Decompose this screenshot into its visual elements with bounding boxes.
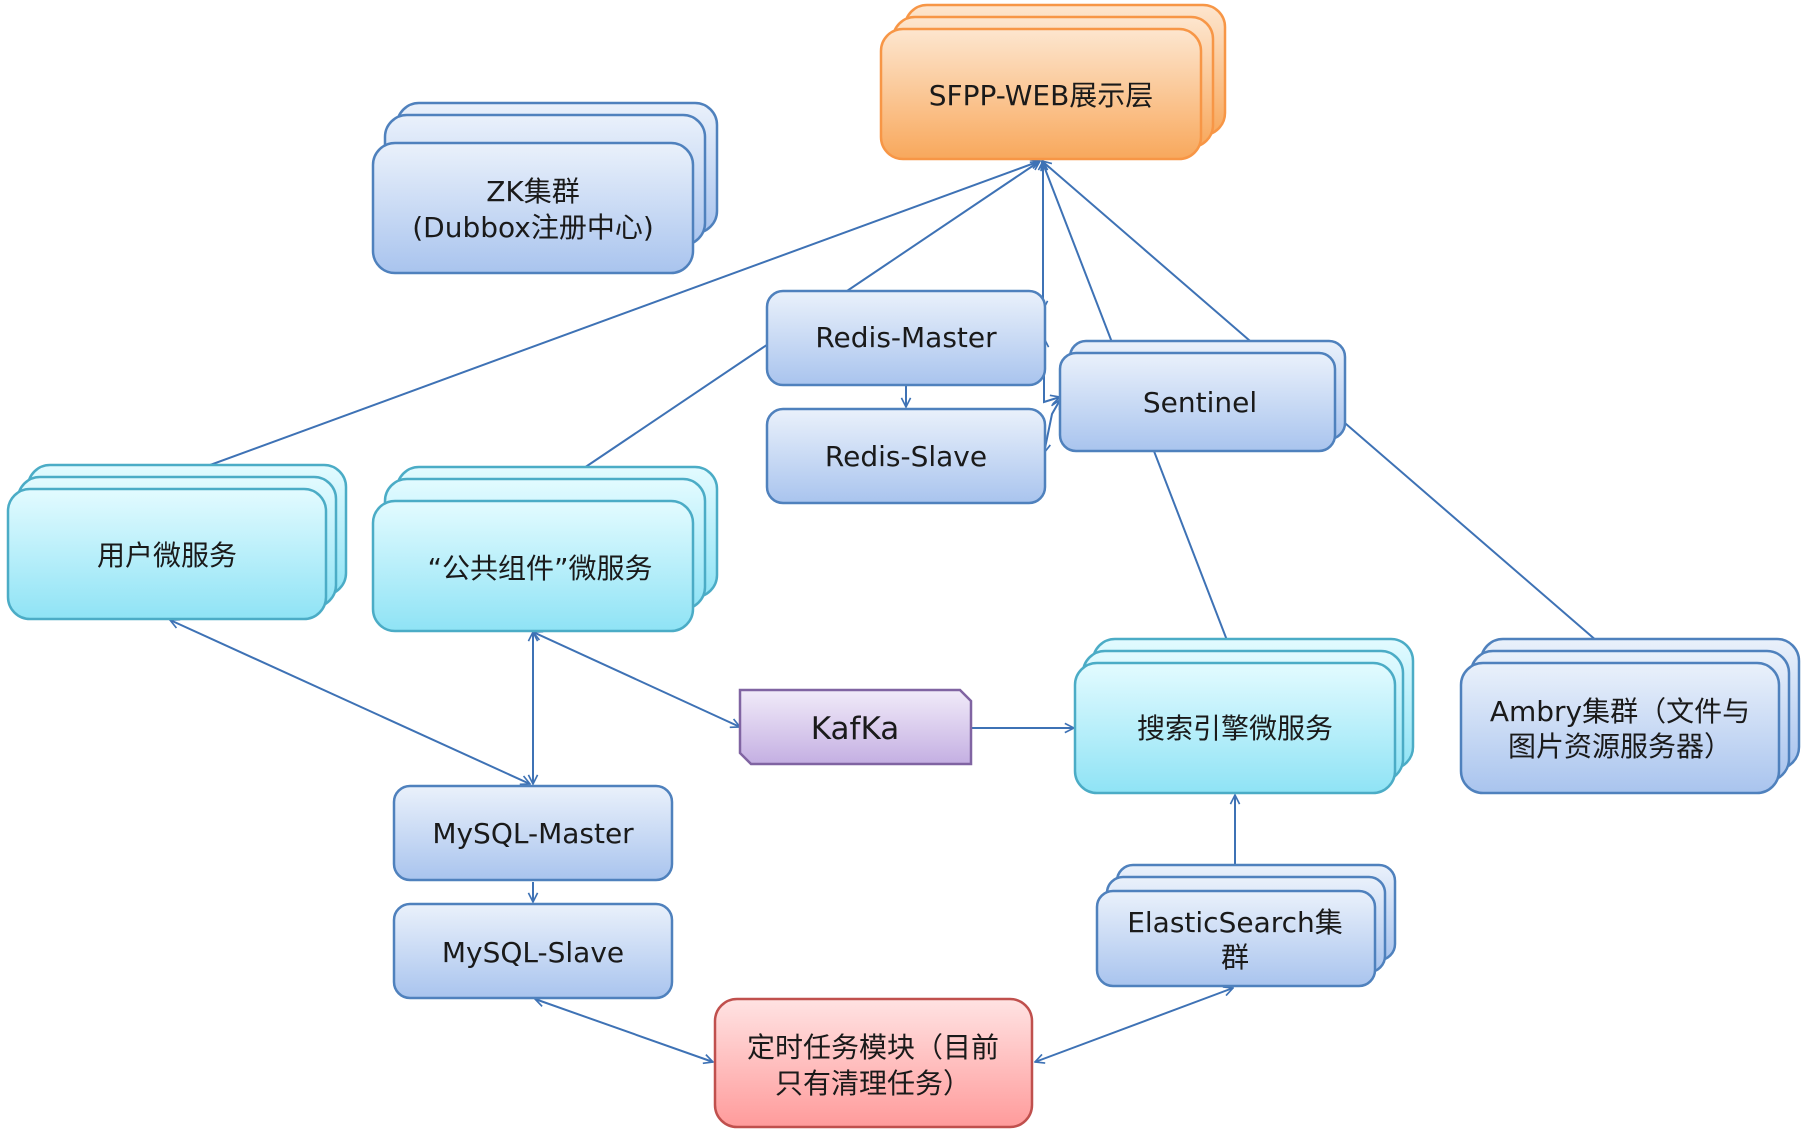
edge-sentinel-redis-slave	[1044, 400, 1060, 453]
search-service-label: 搜索引擎微服务	[1137, 712, 1333, 745]
edge-sentinel-redis-master	[1044, 338, 1060, 402]
node-scheduler[interactable]: 定时任务模块（目前 只有清理任务）	[713, 997, 1034, 1129]
node-redis-master[interactable]: Redis-Master	[765, 289, 1047, 387]
sfpp-web-label: SFPP-WEB展示层	[929, 79, 1154, 112]
scheduler-label-line2: 只有清理任务）	[775, 1067, 971, 1100]
sentinel-label: Sentinel	[1143, 386, 1257, 419]
node-user-service[interactable]: 用户微服务	[6, 463, 348, 621]
redis-master-label: Redis-Master	[815, 321, 997, 354]
zk-label-line1: ZK集群	[486, 175, 580, 208]
node-sfpp-web[interactable]: SFPP-WEB展示层	[879, 3, 1227, 161]
node-sentinel[interactable]: Sentinel	[1058, 339, 1347, 453]
zk-label-line2: (Dubbox注册中心)	[412, 211, 654, 244]
node-search-service[interactable]: 搜索引擎微服务	[1073, 637, 1415, 795]
node-common-service[interactable]: “公共组件”微服务	[371, 465, 719, 633]
node-kafka[interactable]: KafKa	[738, 688, 973, 766]
kafka-label: KafKa	[811, 711, 899, 747]
node-mysql-slave[interactable]: MySQL-Slave	[392, 902, 674, 1000]
node-mysql-master[interactable]: MySQL-Master	[392, 784, 674, 882]
common-service-label: “公共组件”微服务	[427, 552, 652, 585]
edge-mysql-slave-scheduler	[535, 999, 713, 1062]
edge-common-kafka	[533, 632, 740, 727]
ambry-label-line2: 图片资源服务器）	[1508, 730, 1732, 763]
elasticsearch-label-line1: ElasticSearch集	[1127, 906, 1343, 939]
user-service-label: 用户微服务	[97, 539, 237, 572]
edge-elasticsearch-scheduler	[1035, 988, 1233, 1062]
redis-slave-label: Redis-Slave	[825, 440, 987, 473]
mysql-master-label: MySQL-Master	[432, 817, 634, 850]
node-elasticsearch-cluster[interactable]: ElasticSearch集 群	[1095, 863, 1397, 988]
node-zk-cluster[interactable]: ZK集群 (Dubbox注册中心)	[371, 101, 719, 275]
mysql-slave-label: MySQL-Slave	[442, 936, 624, 969]
scheduler-label-line1: 定时任务模块（目前	[747, 1031, 999, 1064]
node-ambry-cluster[interactable]: Ambry集群（文件与 图片资源服务器）	[1459, 637, 1801, 795]
edge-user-mysql-master	[170, 620, 530, 784]
node-redis-slave[interactable]: Redis-Slave	[765, 407, 1047, 505]
elasticsearch-label-line2: 群	[1221, 941, 1249, 974]
ambry-label-line1: Ambry集群（文件与	[1490, 695, 1750, 728]
kafka-shape	[738, 688, 973, 766]
